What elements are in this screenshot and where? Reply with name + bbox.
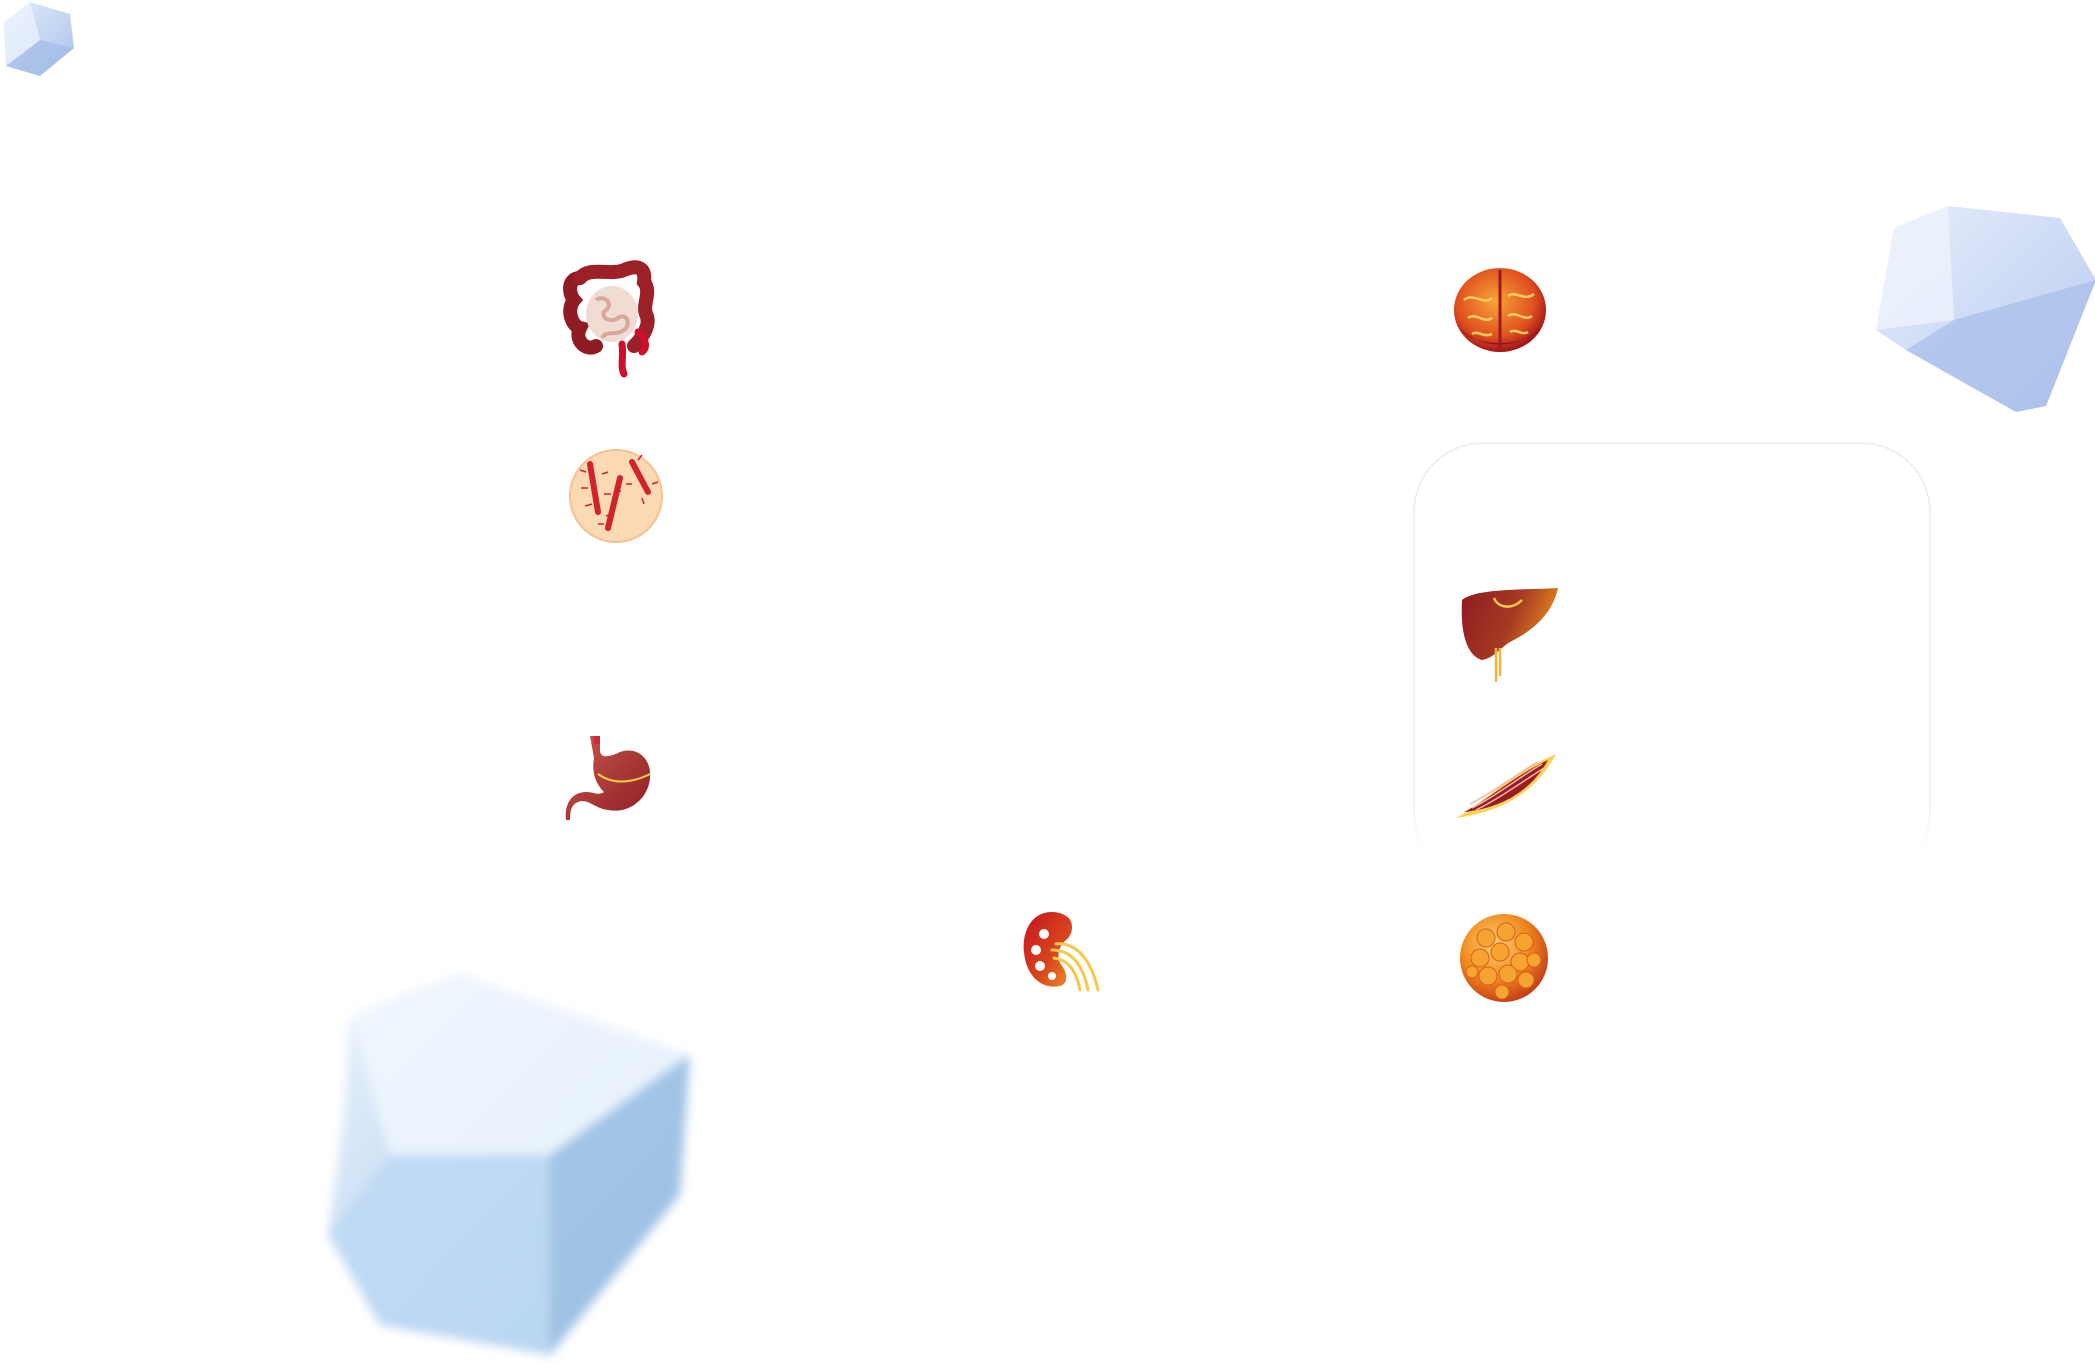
stomach-icon — [564, 734, 654, 824]
liver-icon — [1456, 586, 1560, 686]
brain-icon — [1450, 260, 1550, 360]
muscle-icon — [1452, 752, 1560, 824]
intestines-icon — [560, 248, 660, 378]
bacteria-icon — [568, 448, 664, 544]
fat-cell-icon — [1456, 910, 1552, 1006]
crystal-large-bottom — [328, 973, 690, 1355]
crystal-small-top-left — [4, 2, 74, 76]
kidney-icon — [1022, 910, 1102, 992]
crystal-right — [1876, 206, 2095, 412]
